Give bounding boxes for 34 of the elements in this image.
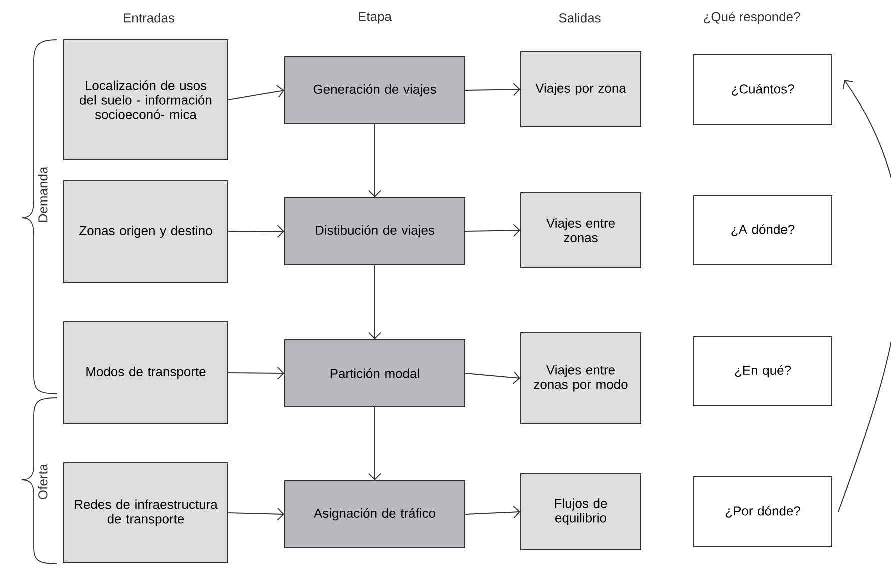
process-box: Generación de viajes [284,56,466,124]
process-box: Distibución de viajes [284,198,466,266]
input-box: Redes de infraestructura de transporte [64,462,228,564]
output-box: Viajes entre zonas [520,192,642,268]
input-box: Modos de transporte [64,322,228,424]
output-box: Flujos de equilibrio [520,474,642,550]
column-heading: ¿Qué responde? [704,12,800,24]
arrow [838,80,891,512]
question-box: ¿Por dónde? [694,476,832,548]
question-box: ¿Cuántos? [694,54,832,126]
arrow [465,83,520,96]
brace-label: Demanda [38,166,48,222]
arrow [368,407,382,480]
column-heading: Entradas [124,13,175,23]
question-box: ¿En qué? [694,336,832,406]
column-heading: Salidas [559,13,601,23]
arrow [228,366,284,380]
arrow [228,85,284,100]
arrow [465,506,520,519]
question-box: ¿A dónde? [694,196,832,266]
arrow [368,265,382,340]
arrow [465,371,520,384]
input-box: Zonas origen y destino [64,180,228,284]
output-box: Viajes por zona [520,52,642,128]
column-heading: Etapa [359,12,392,24]
arrow [228,225,284,238]
input-box: Localización de usos del suelo - información socioeconó- mica [64,40,228,160]
arrow [465,224,520,238]
brace-label: Oferta [38,464,48,500]
arrow [368,124,382,198]
arrow [228,508,284,521]
process-box: Asignación de tráfico [284,480,466,548]
output-box: Viajes entre zonas por modo [520,332,642,424]
process-box: Partición modal [284,340,466,408]
